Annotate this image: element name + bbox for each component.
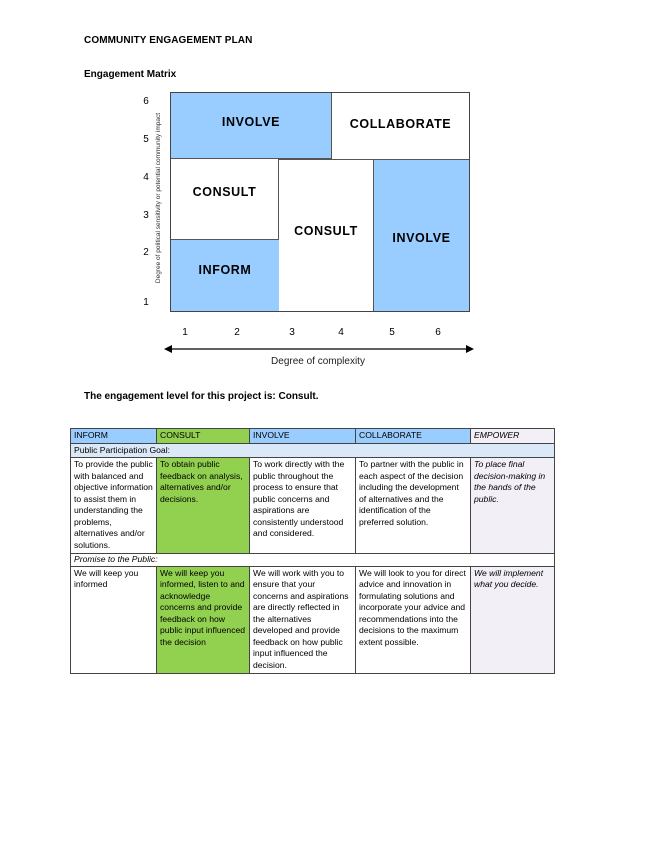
matrix-cell-label: INVOLVE: [392, 230, 451, 245]
matrix-cell-consult-left: CONSULT: [171, 159, 279, 239]
matrix-cell-involve-top: INVOLVE: [171, 93, 331, 159]
x-axis-label: Degree of complexity: [271, 356, 365, 367]
x-tick: 4: [338, 327, 344, 338]
goal-empower: To place final decision-making in the ha…: [470, 457, 555, 554]
engagement-level-statement: The engagement level for this project is…: [84, 391, 319, 402]
goal-inform: To provide the public with balanced and …: [70, 457, 157, 554]
section-row: Promise to the Public:: [70, 553, 555, 567]
y-axis-label: Degree of political sensitivity or poten…: [155, 112, 162, 284]
y-tick: 3: [143, 210, 149, 221]
table-header-row: INFORM CONSULT INVOLVE COLLABORATE EMPOW…: [70, 428, 555, 444]
matrix-heading: Engagement Matrix: [84, 69, 177, 80]
header-consult: CONSULT: [156, 428, 250, 444]
header-empower: EMPOWER: [470, 428, 555, 444]
y-tick: 2: [143, 247, 149, 258]
y-tick: 4: [143, 172, 149, 183]
x-tick: 3: [289, 327, 295, 338]
table-row: We will keep you informed We will keep y…: [70, 565, 555, 674]
y-tick: 6: [143, 96, 149, 107]
matrix-cell-consult-mid: CONSULT: [279, 159, 373, 311]
section-row: Public Participation Goal:: [70, 442, 555, 458]
table-row: To provide the public with balanced and …: [70, 457, 555, 554]
promise-involve: We will work with you to ensure that you…: [249, 565, 356, 674]
document-title: COMMUNITY ENGAGEMENT PLAN: [84, 35, 253, 46]
matrix-cell-label: INFORM: [198, 262, 252, 277]
x-tick: 6: [435, 327, 441, 338]
matrix-cell-label: CONSULT: [192, 185, 257, 199]
header-inform: INFORM: [70, 428, 157, 444]
x-tick: 2: [234, 327, 240, 338]
promise-inform: We will keep you informed: [70, 565, 157, 674]
header-collaborate: COLLABORATE: [355, 428, 471, 444]
y-tick: 5: [143, 134, 149, 145]
matrix-cell-label: CONSULT: [294, 223, 358, 238]
matrix-cell-collaborate: COLLABORATE: [331, 93, 469, 159]
x-tick: 5: [389, 327, 395, 338]
promise-empower: We will implement what you decide.: [470, 565, 555, 674]
matrix-cell-involve-right: INVOLVE: [373, 159, 469, 311]
x-axis-arrow: [164, 345, 474, 353]
engagement-table: INFORM CONSULT INVOLVE COLLABORATE EMPOW…: [70, 428, 555, 674]
promise-collaborate: We will look to you for direct advice an…: [355, 565, 471, 674]
goal-involve: To work directly with the public through…: [249, 457, 356, 554]
goal-collaborate: To partner with the public in each aspec…: [355, 457, 471, 554]
matrix-cell-label: INVOLVE: [221, 114, 281, 129]
matrix-cell-label: COLLABORATE: [349, 117, 452, 131]
section-promise-label: Promise to the Public:: [70, 553, 555, 567]
header-involve: INVOLVE: [249, 428, 356, 444]
promise-consult: We will keep you informed, listen to and…: [156, 565, 250, 674]
y-tick: 1: [143, 297, 149, 308]
matrix-cell-inform: INFORM: [171, 239, 279, 311]
engagement-matrix: INVOLVE COLLABORATE CONSULT INFORM CONSU…: [170, 92, 470, 312]
goal-consult: To obtain public feedback on analysis, a…: [156, 457, 250, 554]
section-goal-label: Public Participation Goal:: [70, 442, 555, 458]
x-tick: 1: [182, 327, 188, 338]
